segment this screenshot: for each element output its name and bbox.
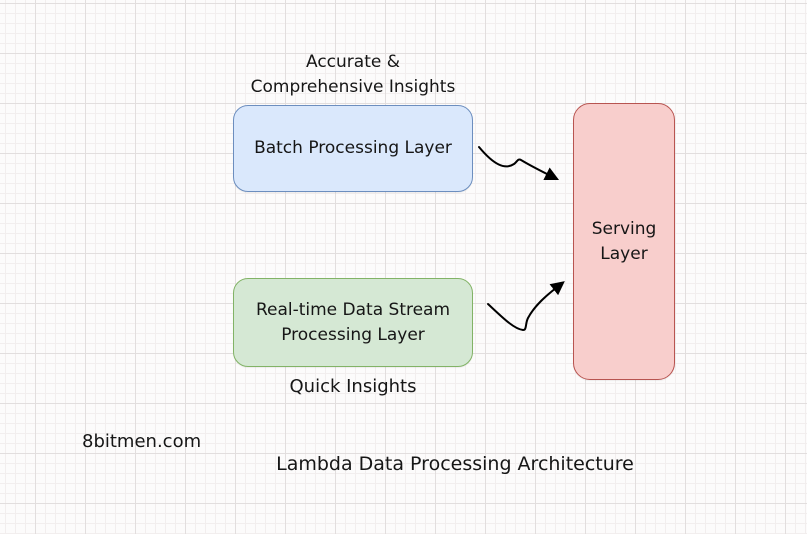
diagram-title: Lambda Data Processing Architecture	[230, 453, 680, 475]
serving-layer-node: Serving Layer	[573, 103, 675, 380]
realtime-label-line2: Processing Layer	[281, 324, 425, 345]
realtime-label-line1: Real-time Data Stream	[255, 299, 451, 320]
realtime-annotation: Quick Insights	[233, 374, 473, 399]
serving-label-line1: Serving	[591, 218, 657, 239]
realtime-processing-layer-node: Real-time Data Stream Processing Layer	[233, 278, 473, 367]
realtime-to-serving-arrow	[487, 281, 565, 332]
realtime-annotation-text: Quick Insights	[289, 376, 417, 397]
diagram-title-text: Lambda Data Processing Architecture	[276, 453, 634, 475]
watermark: 8bitmen.com	[82, 431, 201, 452]
batch-processing-layer-label: Batch Processing Layer	[254, 138, 452, 158]
batch-annotation-line1: Accurate &	[306, 52, 400, 72]
batch-processing-layer-node: Batch Processing Layer	[233, 105, 473, 192]
serving-label-line2: Layer	[600, 243, 648, 264]
batch-annotation: Accurate & Comprehensive Insights	[203, 50, 503, 100]
batch-annotation-line2: Comprehensive Insights	[250, 77, 456, 97]
batch-to-serving-arrow	[478, 146, 560, 181]
watermark-text: 8bitmen.com	[82, 431, 202, 452]
